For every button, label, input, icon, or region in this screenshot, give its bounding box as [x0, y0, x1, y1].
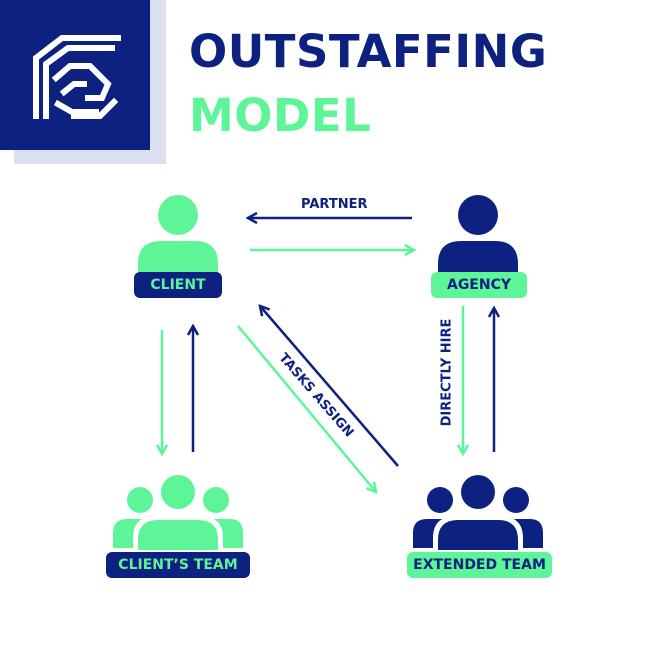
- clients-team-label: CLIENT’S TEAM: [106, 552, 250, 578]
- client-label: CLIENT: [134, 272, 222, 298]
- directly-hire-label: DIRECTLY HIRE: [439, 318, 455, 427]
- agency-label: AGENCY: [431, 272, 527, 298]
- agency-person-icon: [438, 195, 518, 282]
- client-person-icon: [138, 195, 218, 282]
- logo: [0, 0, 150, 150]
- logo-icon: [33, 35, 121, 119]
- clients-team-group-icon: [113, 472, 243, 550]
- arrow-extended-team-to-client: [260, 306, 399, 467]
- title-line-1: OUTSTAFFING: [189, 25, 548, 78]
- extended-team-group-icon: [413, 472, 543, 550]
- extended-team-label: EXTENDED TEAM: [407, 552, 552, 578]
- arrow-client-to-extended-team: [237, 325, 376, 492]
- partner-label: PARTNER: [301, 197, 368, 212]
- title-line-2: MODEL: [189, 89, 372, 142]
